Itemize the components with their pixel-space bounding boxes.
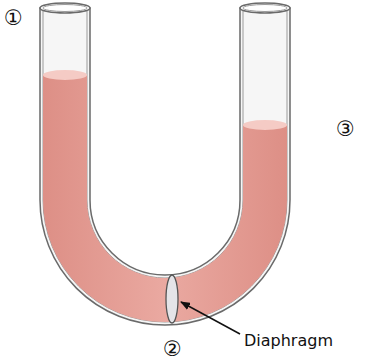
tube-rim-right-inner <box>243 5 287 12</box>
tube-rim-left-inner <box>43 5 87 12</box>
liquid <box>43 75 287 322</box>
part-label: Diaphragm <box>244 333 333 349</box>
diaphragm <box>166 275 178 323</box>
liquid-surface-right <box>243 120 287 130</box>
liquid-surface-left <box>43 70 87 80</box>
callout-number: ① <box>4 8 23 29</box>
glass-inner-wall <box>43 8 287 322</box>
glass-tube <box>40 8 290 325</box>
callout-number: ② <box>163 339 182 360</box>
callout-number: ③ <box>336 119 355 140</box>
leader-arrow <box>181 302 240 334</box>
tube-rim-left <box>40 3 90 13</box>
tube-rim-right <box>240 3 290 13</box>
